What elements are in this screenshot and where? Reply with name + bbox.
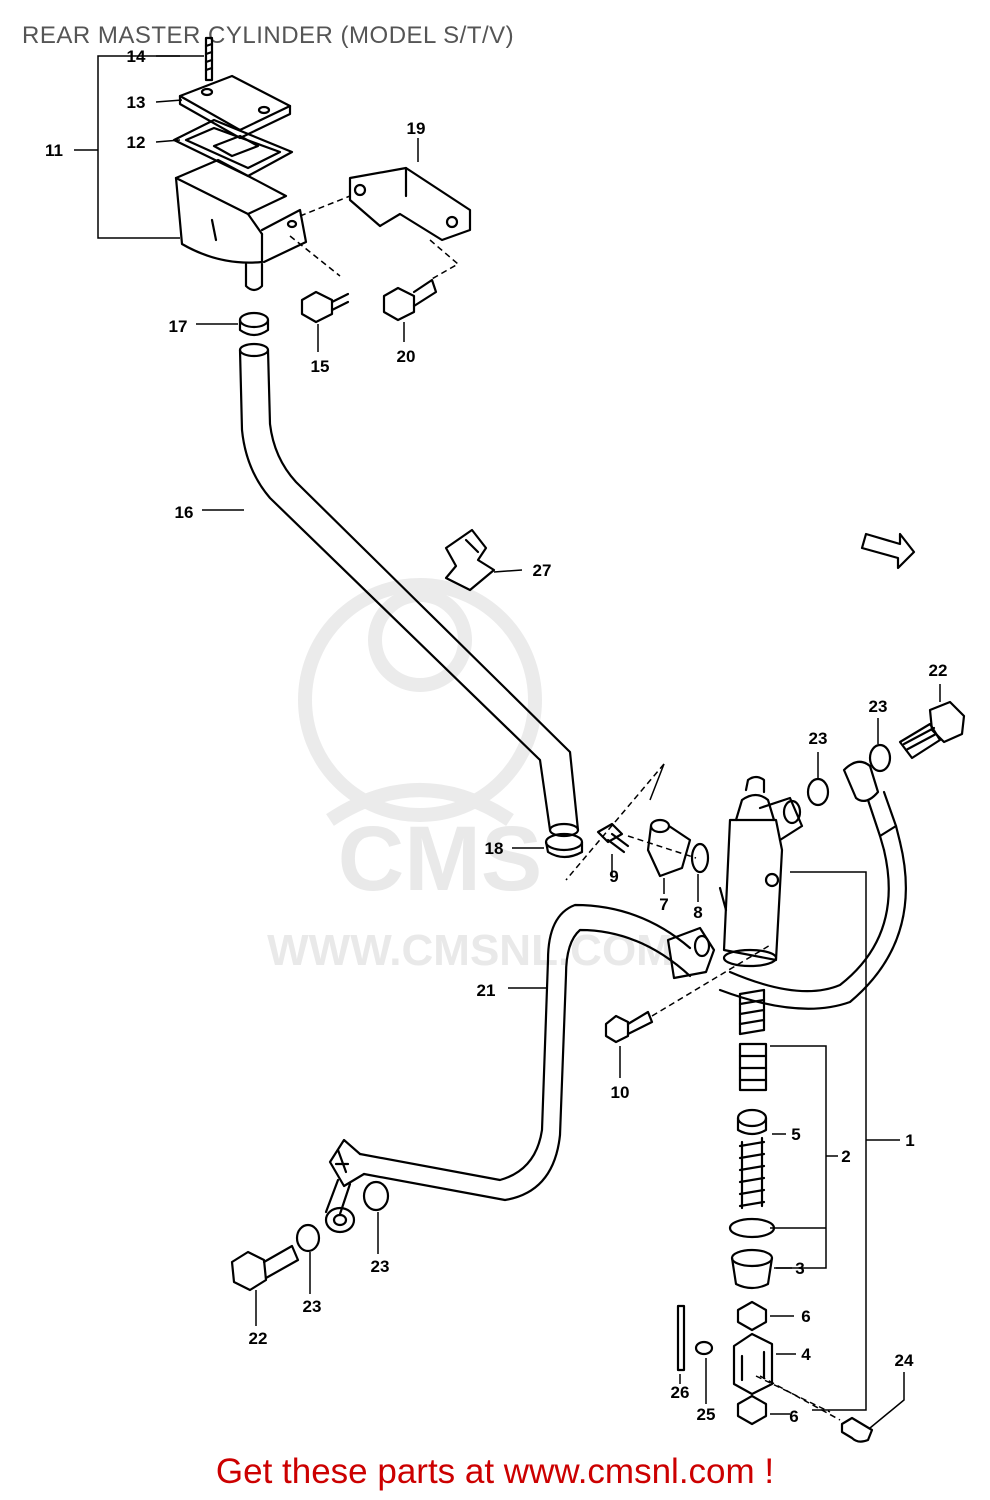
part-9-bolt [596, 822, 630, 854]
part-23-washer-a [806, 777, 830, 807]
label-12: 12 [127, 133, 146, 152]
label-23-lower-right: 23 [371, 1257, 390, 1276]
part-23-washer-c [362, 1180, 390, 1212]
page-title: REAR MASTER CYLINDER (MODEL S/T/V) [22, 22, 515, 49]
label-13: 13 [127, 93, 146, 112]
part-circlip [728, 1217, 776, 1239]
label-26: 26 [671, 1383, 690, 1402]
label-27: 27 [533, 561, 552, 580]
part-15-bolt [300, 290, 350, 324]
label-11: 11 [45, 141, 63, 160]
leader-lines [74, 55, 941, 1429]
part-26-cotter-pin [676, 1304, 686, 1372]
footer-link[interactable]: Get these parts at www.cmsnl.com ! [215, 1452, 775, 1491]
label-17: 17 [169, 317, 188, 336]
part-spring [738, 988, 766, 1036]
watermark-brand: CMS [338, 808, 542, 910]
part-11-reservoir [174, 158, 308, 292]
label-6-lower: 6 [789, 1407, 798, 1426]
part-23-washer-d [295, 1223, 321, 1253]
parts-diagram: CMS WWW.CMSNL.COM [45, 36, 966, 1443]
part-10-bolt [604, 1010, 654, 1044]
part-8-o-ring [690, 842, 710, 874]
label-19: 19 [407, 119, 426, 138]
label-6-upper: 6 [801, 1307, 810, 1326]
part-5-push-rod [736, 1108, 768, 1210]
cms-watermark [298, 578, 542, 826]
part-1-master-cylinder-body [718, 775, 804, 968]
part-17-clamp [238, 311, 270, 337]
part-2-piston-set [738, 1042, 768, 1092]
label-3: 3 [795, 1259, 804, 1278]
watermark-url: WWW.CMSNL.COM [267, 926, 673, 975]
label-20: 20 [397, 347, 416, 366]
label-23-lower-left: 23 [303, 1297, 322, 1316]
part-21-brake-hose [324, 903, 692, 1234]
label-2: 2 [841, 1147, 850, 1166]
part-20-bolt [382, 278, 438, 322]
part-14-screw [204, 36, 214, 82]
part-6-nut-lower [736, 1394, 768, 1426]
part-22-banjo-bolt-lower [230, 1244, 300, 1292]
part-24-clevis-pin [840, 1416, 874, 1443]
label-16: 16 [175, 503, 194, 522]
part-labels: 14 13 12 11 19 17 15 20 16 27 22 23 23 1… [45, 47, 947, 1426]
label-23-upper-left: 23 [809, 729, 828, 748]
label-14: 14 [127, 47, 146, 66]
label-21: 21 [477, 981, 496, 1000]
label-7: 7 [659, 895, 668, 914]
part-6-nut-upper [736, 1300, 768, 1332]
label-24: 24 [895, 1351, 914, 1370]
label-10: 10 [611, 1083, 630, 1102]
part-7-hose-joint [646, 818, 692, 878]
label-23-upper-right: 23 [869, 697, 888, 716]
part-23-washer-b [868, 743, 892, 773]
label-1: 1 [905, 1131, 914, 1150]
part-25-washer [694, 1340, 714, 1356]
label-18: 18 [485, 839, 504, 858]
part-brake-hose-right [718, 760, 907, 1010]
front-direction-arrow-icon [860, 532, 916, 570]
part-19-bracket [348, 166, 472, 242]
part-hose-fitting-joint [666, 926, 716, 980]
label-25: 25 [697, 1405, 716, 1424]
label-5: 5 [791, 1125, 800, 1144]
label-15: 15 [311, 357, 330, 376]
part-27-hose-clip [444, 528, 496, 592]
label-22-upper: 22 [929, 661, 948, 680]
part-3-boot [730, 1248, 774, 1290]
label-22-lower: 22 [249, 1329, 268, 1348]
label-9: 9 [609, 867, 618, 886]
part-4-clevis [732, 1332, 774, 1396]
part-22-banjo-bolt-upper [898, 700, 966, 760]
part-16-reservoir-hose [238, 342, 580, 838]
label-8: 8 [693, 903, 702, 922]
label-4: 4 [801, 1345, 811, 1364]
part-18-clamp [544, 832, 584, 859]
